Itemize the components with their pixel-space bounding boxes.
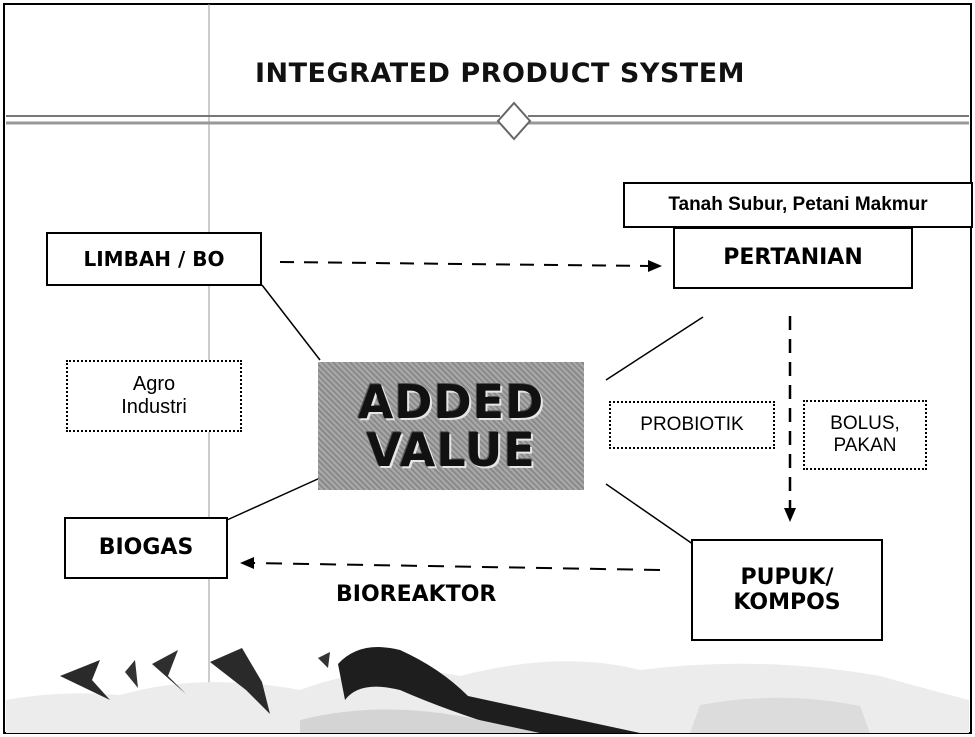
center-added-value: ADDED VALUE — [318, 362, 584, 490]
connector-pupuk-center — [605, 483, 701, 550]
arrow-limbah-pertanian — [279, 261, 651, 267]
note-agro-industri: Agro Industri — [66, 360, 242, 432]
arrowhead-pupuk — [784, 508, 796, 522]
node-limbah: LIMBAH / BO — [46, 232, 262, 286]
node-limbah-label: LIMBAH / BO — [83, 246, 225, 271]
arrow-pupuk-biogas — [251, 562, 661, 571]
note-bolus-pakan: BOLUS, PAKAN — [803, 400, 927, 470]
diagram-title: INTEGRATED PRODUCT SYSTEM — [254, 58, 746, 89]
node-pertanian: PERTANIAN — [673, 227, 913, 289]
arrowhead-biogas — [240, 557, 254, 569]
node-biogas: BIOGAS — [64, 517, 228, 579]
arrowhead-pertanian — [648, 260, 662, 272]
connector-pertanian-center — [605, 316, 704, 381]
note-agro-industri-text: Agro Industri — [121, 373, 187, 418]
landscape-illustration — [6, 647, 969, 733]
tagline-box: Tanah Subur, Petani Makmur — [623, 182, 973, 228]
center-line-2: VALUE — [366, 423, 536, 477]
node-pupuk-kompos-label: PUPUK/ KOMPOS — [733, 564, 841, 615]
header-diamond — [496, 101, 532, 141]
note-probiotik: PROBIOTIK — [609, 401, 775, 449]
tagline-text: Tanah Subur, Petani Makmur — [668, 194, 928, 216]
connector-biogas-center — [226, 477, 321, 521]
note-bolus-pakan-text: BOLUS, PAKAN — [830, 413, 900, 456]
node-pertanian-label: PERTANIAN — [723, 245, 863, 271]
note-probiotik-text: PROBIOTIK — [640, 414, 744, 436]
node-pupuk-kompos: PUPUK/ KOMPOS — [691, 539, 883, 641]
node-biogas-label: BIOGAS — [98, 535, 194, 561]
connector-limbah-center — [261, 284, 321, 361]
center-line-1: ADDED — [357, 374, 545, 429]
label-bioreaktor: BIOREAKTOR — [336, 582, 497, 607]
